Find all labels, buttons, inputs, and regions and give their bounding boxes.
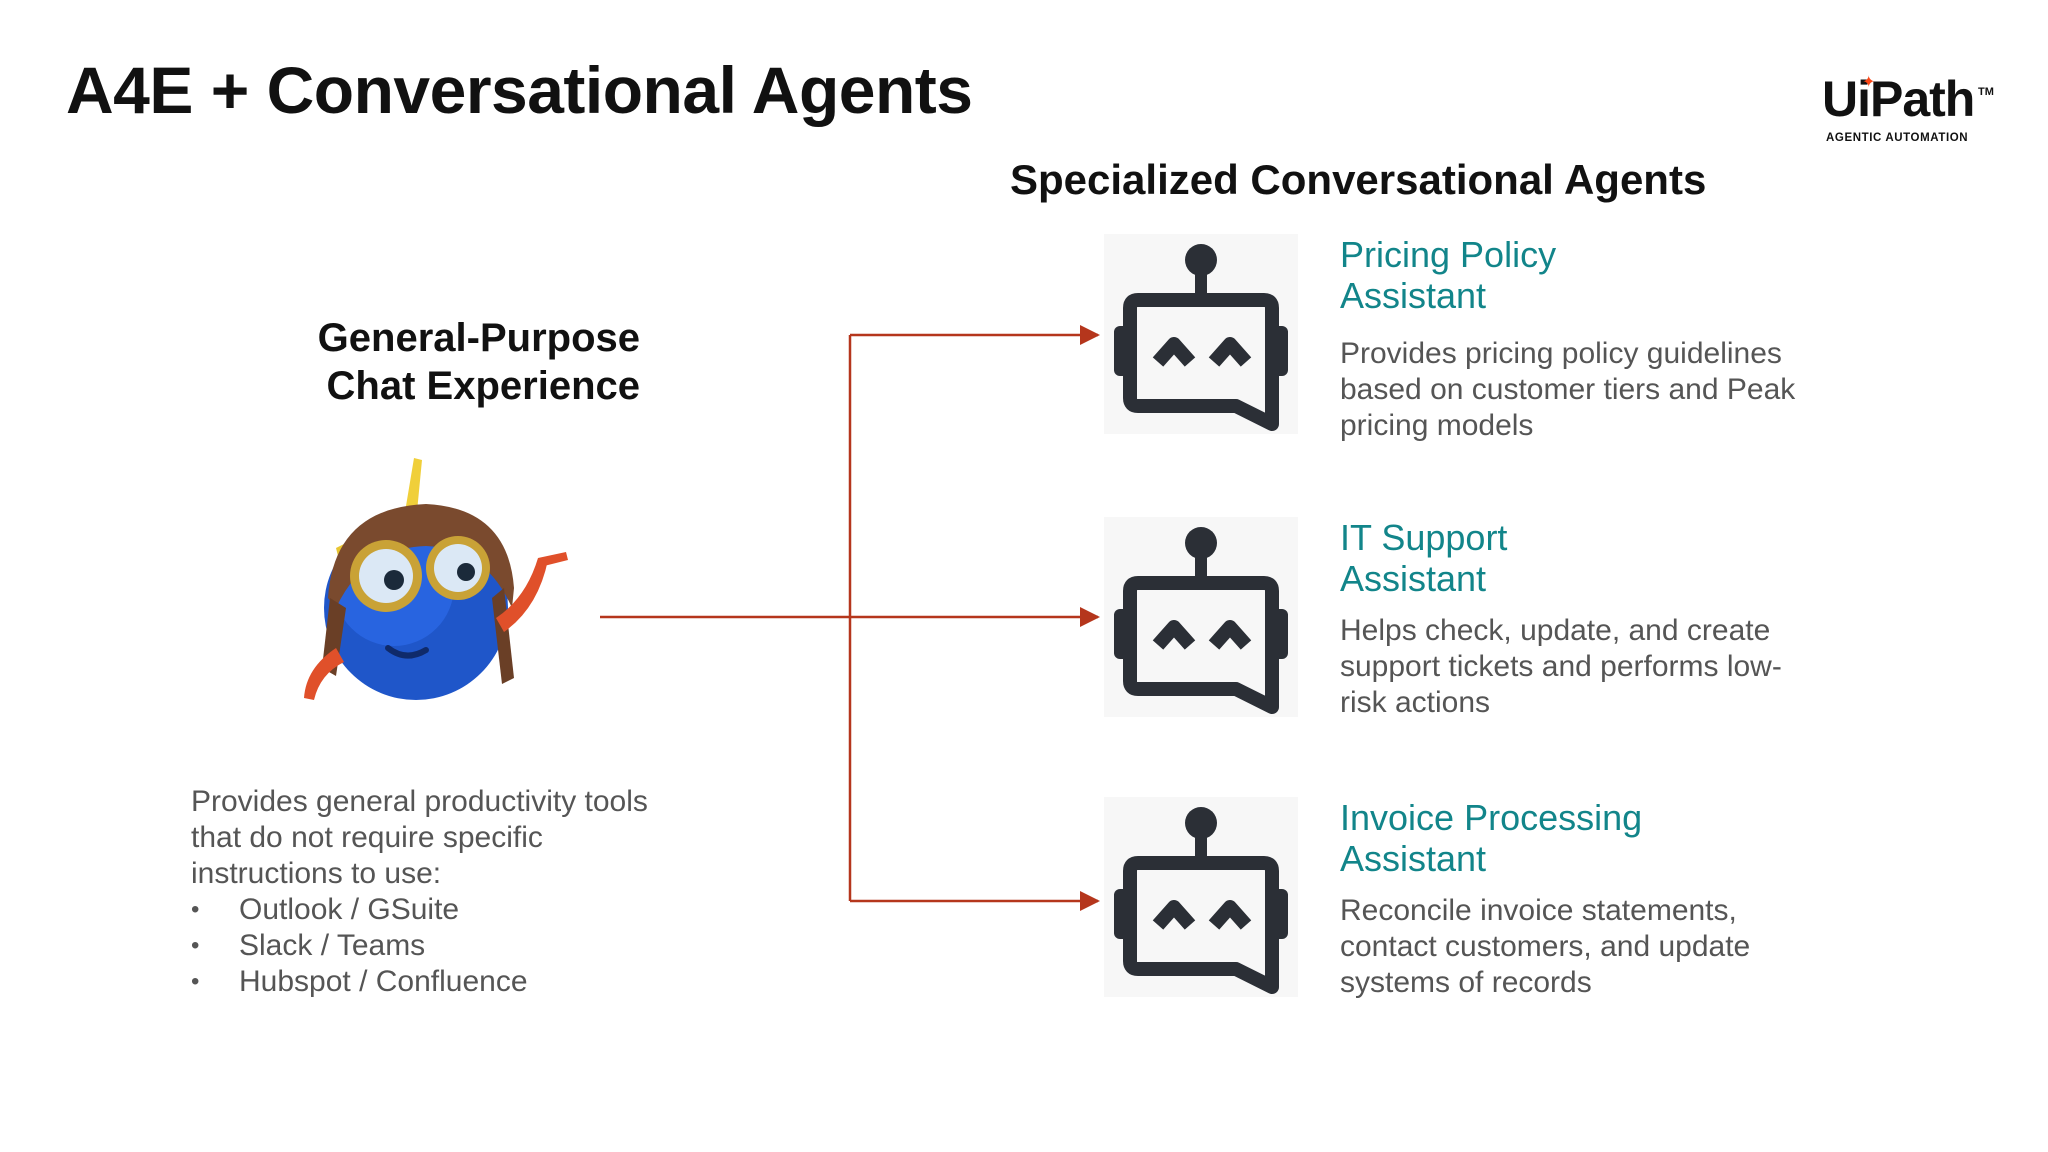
agent-description: Helps check, update, and create support … xyxy=(1340,613,1860,721)
robot-icon-box xyxy=(1104,517,1298,717)
specialized-agents-heading: Specialized Conversational Agents xyxy=(1010,156,1707,203)
tools-list: Outlook / GSuite Slack / Teams Hubspot /… xyxy=(191,892,528,1000)
agent-pricing-policy: Pricing Policy Assistant Provides pricin… xyxy=(1104,234,2004,454)
robot-icon-box xyxy=(1104,234,1298,434)
logo-subtitle: AGENTIC AUTOMATION xyxy=(1826,132,1969,144)
robot-icon xyxy=(1114,527,1288,714)
robot-icon-box xyxy=(1104,797,1298,997)
agent-desc-line3: pricing models xyxy=(1340,409,1534,442)
tool-item: Outlook / GSuite xyxy=(191,892,528,928)
agent-desc-line3: systems of records xyxy=(1340,966,1592,999)
agent-desc-line2: based on customer tiers and Peak xyxy=(1340,373,1796,406)
general-desc-line1: Provides general productivity tools xyxy=(191,785,648,818)
robot-icon xyxy=(1114,807,1288,994)
agent-desc-line2: contact customers, and update xyxy=(1340,930,1751,963)
agent-desc-line3: risk actions xyxy=(1340,686,1491,719)
agent-desc-line1: Provides pricing policy guidelines xyxy=(1340,337,1782,370)
uipath-logo: UiPath ✦ TM AGENTIC AUTOMATION xyxy=(1822,70,2012,150)
mascot-illustration xyxy=(304,458,568,700)
logo-wordmark: UiPath xyxy=(1822,71,1975,127)
agent-description: Provides pricing policy guidelines based… xyxy=(1340,336,1860,444)
general-description: Provides general productivity tools that… xyxy=(191,784,751,892)
general-purpose-heading: General-Purpose Chat Experience xyxy=(180,314,640,410)
agent-invoice-processing: Invoice Processing Assistant Reconcile i… xyxy=(1104,797,2004,1017)
agent-name: Invoice Processing Assistant xyxy=(1340,797,1642,879)
spark-icon: ✦ xyxy=(1862,74,1876,91)
tool-item: Slack / Teams xyxy=(191,928,528,964)
agent-description: Reconcile invoice statements, contact cu… xyxy=(1340,893,1860,1001)
agent-name-line2: Assistant xyxy=(1340,275,1487,316)
logo-trademark: TM xyxy=(1978,86,1994,98)
agent-desc-line2: support tickets and performs low- xyxy=(1340,650,1782,683)
agent-name-line2: Assistant xyxy=(1340,838,1487,879)
general-heading-line1: General-Purpose xyxy=(317,316,640,360)
agent-it-support: IT Support Assistant Helps check, update… xyxy=(1104,517,2004,737)
robot-icon xyxy=(1114,244,1288,431)
slide-title: A4E + Conversational Agents xyxy=(66,53,973,127)
general-heading-line2: Chat Experience xyxy=(326,364,640,408)
agent-name-line1: Invoice Processing xyxy=(1340,797,1643,838)
agent-name-line1: IT Support xyxy=(1340,517,1508,558)
agent-name: Pricing Policy Assistant xyxy=(1340,234,1556,316)
agent-desc-line1: Reconcile invoice statements, xyxy=(1340,894,1737,927)
agent-name: IT Support Assistant xyxy=(1340,517,1507,599)
general-desc-line3: instructions to use: xyxy=(191,857,442,890)
tool-item: Hubspot / Confluence xyxy=(191,964,528,1000)
agent-desc-line1: Helps check, update, and create xyxy=(1340,614,1771,647)
agent-name-line1: Pricing Policy xyxy=(1340,234,1557,275)
agent-name-line2: Assistant xyxy=(1340,558,1487,599)
general-desc-line2: that do not require specific xyxy=(191,821,543,854)
